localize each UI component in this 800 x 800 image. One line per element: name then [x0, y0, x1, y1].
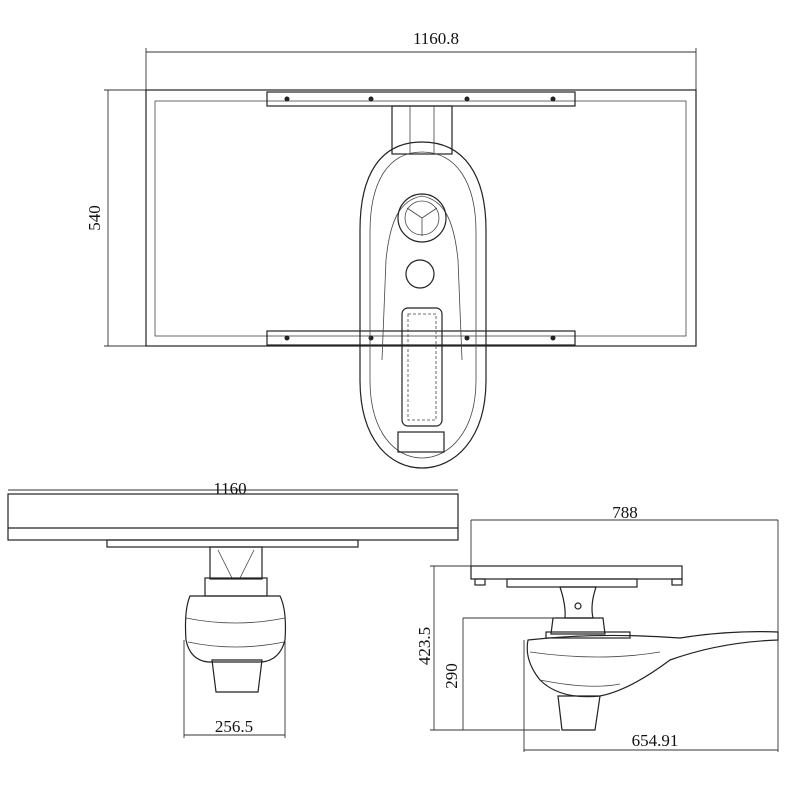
side-view: 788 423.5 290 654.91	[415, 503, 779, 752]
top-height-label: 540	[85, 205, 104, 231]
top-view: 1160.8 540	[85, 29, 697, 469]
side-depth-label: 788	[612, 503, 638, 522]
side-head-height-label: 290	[442, 663, 461, 689]
mounting-bolts	[284, 96, 556, 341]
top-width-dimension: 1160.8	[145, 29, 697, 92]
front-head-width-label: 256.5	[215, 717, 253, 736]
top-width-label: 1160.8	[413, 29, 459, 48]
side-total-height-label: 423.5	[415, 627, 434, 665]
side-arm-length-label: 654.91	[632, 731, 679, 750]
front-panel-width-label: 1160	[213, 479, 246, 498]
luminaire-top	[359, 105, 487, 469]
front-view: 1160 256.5	[7, 479, 459, 738]
top-height-dimension: 540	[85, 89, 150, 347]
